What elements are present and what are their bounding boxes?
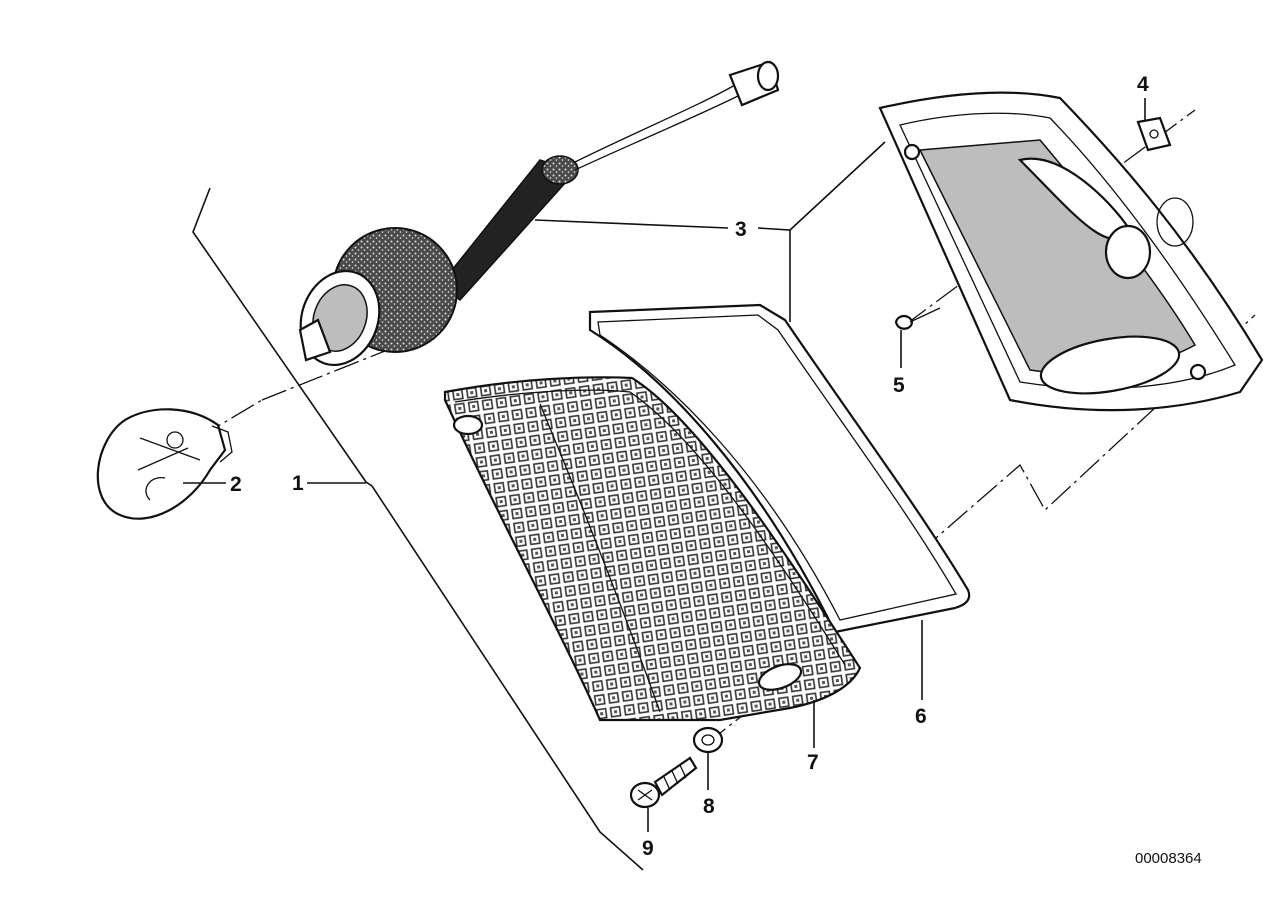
callout-4: 4 bbox=[1137, 73, 1149, 96]
turn-signal-lens bbox=[443, 376, 862, 722]
lens-screw-part bbox=[629, 756, 698, 809]
callout-1: 1 bbox=[292, 472, 304, 495]
lens-gasket bbox=[588, 303, 971, 634]
housing-screw-part bbox=[894, 307, 941, 330]
callout-6: 6 bbox=[915, 705, 927, 728]
clip-nut-part bbox=[1136, 116, 1172, 152]
callout-9: 9 bbox=[642, 837, 654, 860]
callout-3: 3 bbox=[735, 218, 747, 241]
callout-5: 5 bbox=[893, 374, 905, 397]
diagram-number: 00008364 bbox=[1135, 850, 1202, 867]
grommet-part bbox=[692, 726, 724, 754]
callout-2: 2 bbox=[230, 473, 242, 496]
assembly-bracket bbox=[192, 187, 644, 871]
lamp-housing bbox=[878, 91, 1264, 412]
callout-leaders bbox=[183, 98, 1146, 832]
callout-7: 7 bbox=[807, 751, 819, 774]
bulb-part bbox=[96, 408, 233, 520]
callout-8: 8 bbox=[703, 795, 715, 818]
bulb-socket-with-cable bbox=[298, 60, 780, 367]
